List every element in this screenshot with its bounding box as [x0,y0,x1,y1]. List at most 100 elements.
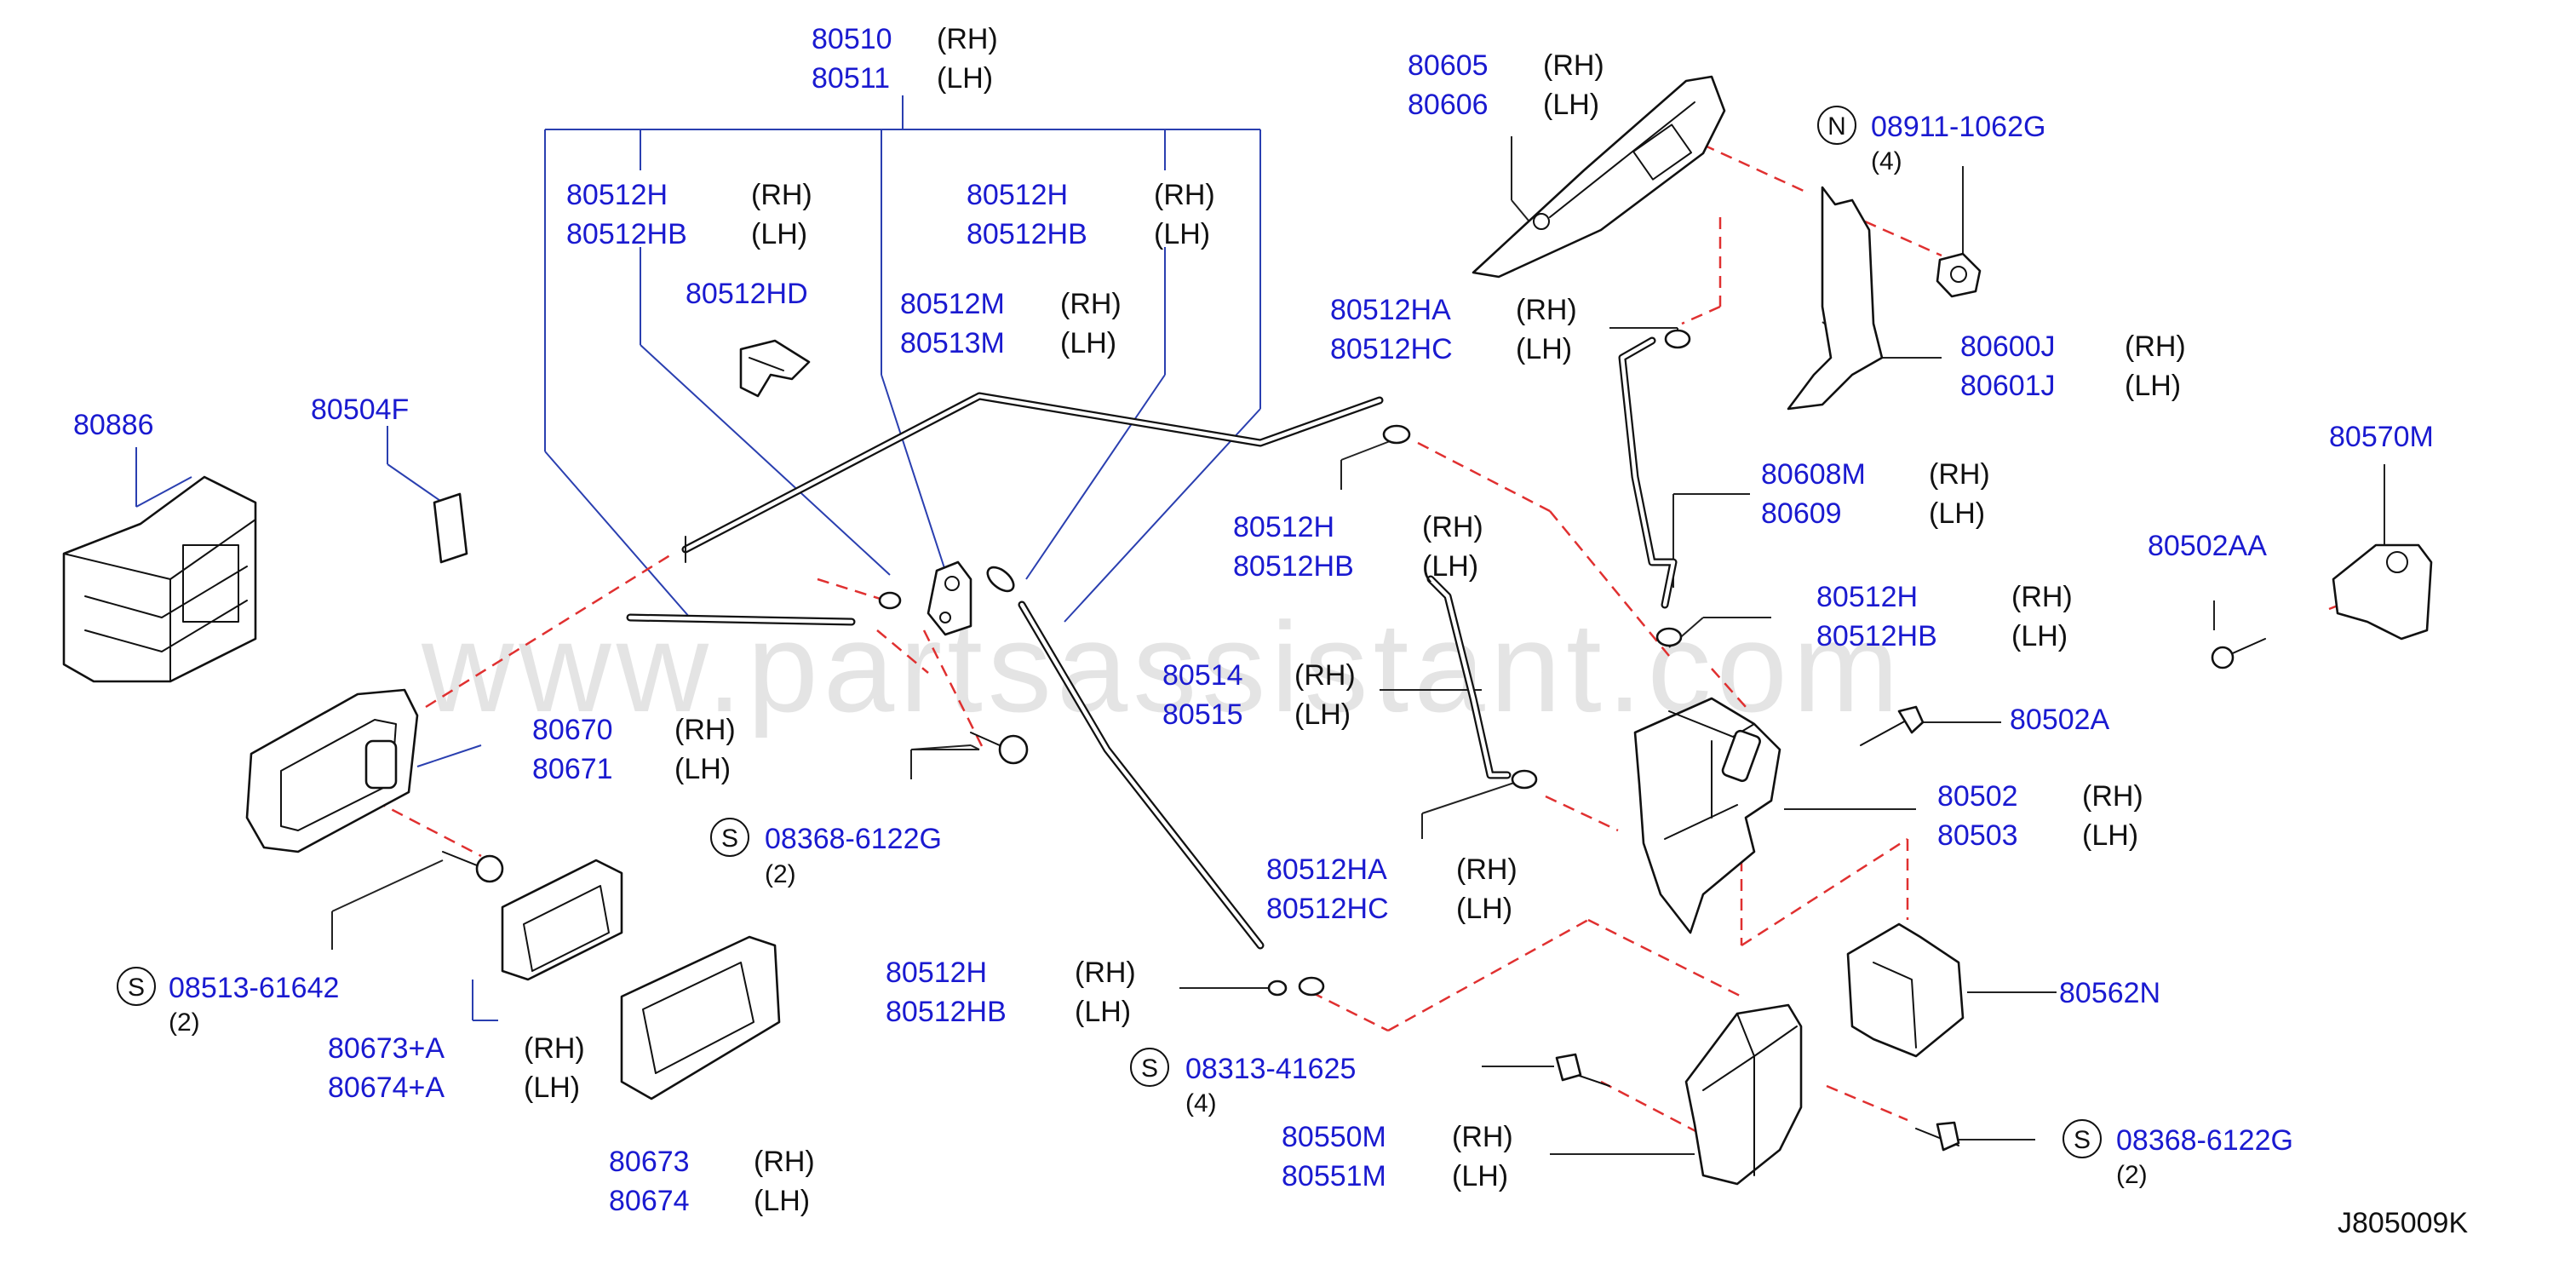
part-08313-bolt [1555,1053,1610,1087]
callout-80502: 80502 (RH) 80503 (LH) [1937,780,2143,852]
side-label: (LH) [2082,819,2138,852]
part-number: 08313-41625 [1185,1053,1356,1085]
part-number: 08368-6122G [2116,1124,2293,1157]
side-label: (LH) [937,62,993,95]
part-80502AA-screw [2211,638,2266,669]
part-number: 80512HC [1330,333,1453,365]
side-label: (RH) [2011,581,2073,613]
part-number: 08513-61642 [169,972,339,1004]
side-label: (RH) [674,714,736,746]
part-80673A-handle [501,859,623,981]
side-label: (LH) [1294,698,1351,731]
callout-80512H-c: 80512H (RH) 80512HB (LH) [1233,511,1483,583]
side-label: (RH) [1060,288,1122,320]
side-label: (RH) [1154,179,1215,211]
part-number: 80512H [1816,581,1918,613]
side-label: (RH) [1516,294,1577,326]
side-label: (LH) [2125,370,2181,402]
part-number: 80512HA [1266,853,1387,886]
side-label: (RH) [754,1146,815,1178]
callout-08313: S 08313-41625 (4) [1130,1048,1356,1117]
part-80562N-cover [1846,922,1965,1058]
callout-80562N: 80562N [2059,977,2160,1009]
assembly-lines [374,143,2385,1135]
callout-80600J: 80600J (RH) 80601J (LH) [1960,330,2186,402]
badge-letter: S [721,824,738,853]
part-number: 80674+A [328,1072,445,1104]
side-label: (RH) [1456,853,1517,886]
part-80605-outside-handle [1472,75,1726,279]
side-label: (LH) [1075,996,1131,1028]
part-number: 80606 [1408,89,1489,121]
quantity: (4) [1871,147,1902,175]
part-number: 80674 [609,1185,690,1217]
side-label: (RH) [2125,330,2186,363]
part-number: 80502A [2010,704,2110,736]
part-80886-clip-block [62,475,257,683]
part-number: 80512HB [967,218,1087,250]
side-label: (LH) [754,1185,810,1217]
part-08513-screw [442,851,504,883]
side-label: (LH) [1060,327,1116,359]
side-label: (RH) [1422,511,1483,543]
side-label: (LH) [2011,620,2068,652]
side-label: (LH) [674,753,731,785]
part-number: 80512M [900,288,1005,320]
bracket-leaders-80510 [135,95,1261,1021]
callout-80502A: 80502A [2010,704,2110,736]
part-80514-rod [1382,424,1538,790]
part-number: 80514 [1162,659,1243,692]
callout-80886: 80886 [73,409,154,441]
part-number: 80886 [73,409,154,441]
part-number: 80609 [1761,497,1842,530]
callout-80512HA-b: 80512HA (RH) 80512HC (LH) [1266,853,1517,925]
quantity: (2) [2116,1161,2148,1189]
part-number: 80502 [1937,780,2018,813]
callout-80512M: 80512M (RH) 80513M (LH) [900,288,1122,359]
side-label: (LH) [524,1072,580,1104]
part-number: 80670 [532,714,613,746]
part-number: 80504F [311,394,409,426]
part-number: 80502AA [2148,530,2267,562]
part-number: 80503 [1937,819,2018,852]
callout-80502AA: 80502AA [2148,530,2267,562]
part-number: 80512HB [566,218,687,250]
callout-80510: 80510 (RH) 80511 (LH) [812,23,998,95]
badge-letter: S [128,974,145,1002]
side-label: (LH) [1422,550,1478,583]
part-80510-inside-rod [626,392,1384,626]
part-80608M-rod [1618,329,1691,647]
part-80504F-pad [433,492,468,564]
callout-80512H-a: 80512H (RH) 80512HB (LH) [566,179,812,250]
side-label: (RH) [1543,49,1604,82]
side-label: (RH) [2082,780,2143,813]
side-label: (RH) [1294,659,1356,692]
callout-08368-b: S 08368-6122G (2) [2063,1119,2293,1189]
callout-80512H-b: 80512H (RH) 80512HB (LH) [967,179,1215,250]
badge-letter: N [1827,112,1846,141]
part-80673-bezel [620,935,781,1100]
callout-80512HA-a: 80512HA (RH) 80512HC (LH) [1330,294,1577,365]
part-number: 80512HB [886,996,1007,1028]
callout-80570M: 80570M [2329,421,2434,453]
quantity: (4) [1185,1089,1217,1117]
diagram-id: J805009K [2338,1207,2468,1239]
side-label: (LH) [1456,893,1512,925]
part-number: 80570M [2329,421,2434,453]
side-label: (LH) [1452,1160,1508,1192]
callout-80670: 80670 (RH) 80671 (LH) [532,714,736,785]
part-number: 80512HA [1330,294,1451,326]
part-number: 80512H [1233,511,1334,543]
side-label: (LH) [1154,218,1210,250]
callout-08513: S 08513-61642 (2) [117,967,339,1037]
part-80512HD-clip [739,339,811,398]
part-lever-80512M [878,560,1015,636]
part-number: 80510 [812,23,892,55]
part-number: 80515 [1162,698,1243,731]
side-label: (RH) [1929,458,1990,491]
part-number: 80600J [1960,330,2056,363]
part-number: 80512HB [1816,620,1937,652]
side-label: (LH) [1516,333,1572,365]
callout-80512HD: 80512HD [686,278,808,310]
